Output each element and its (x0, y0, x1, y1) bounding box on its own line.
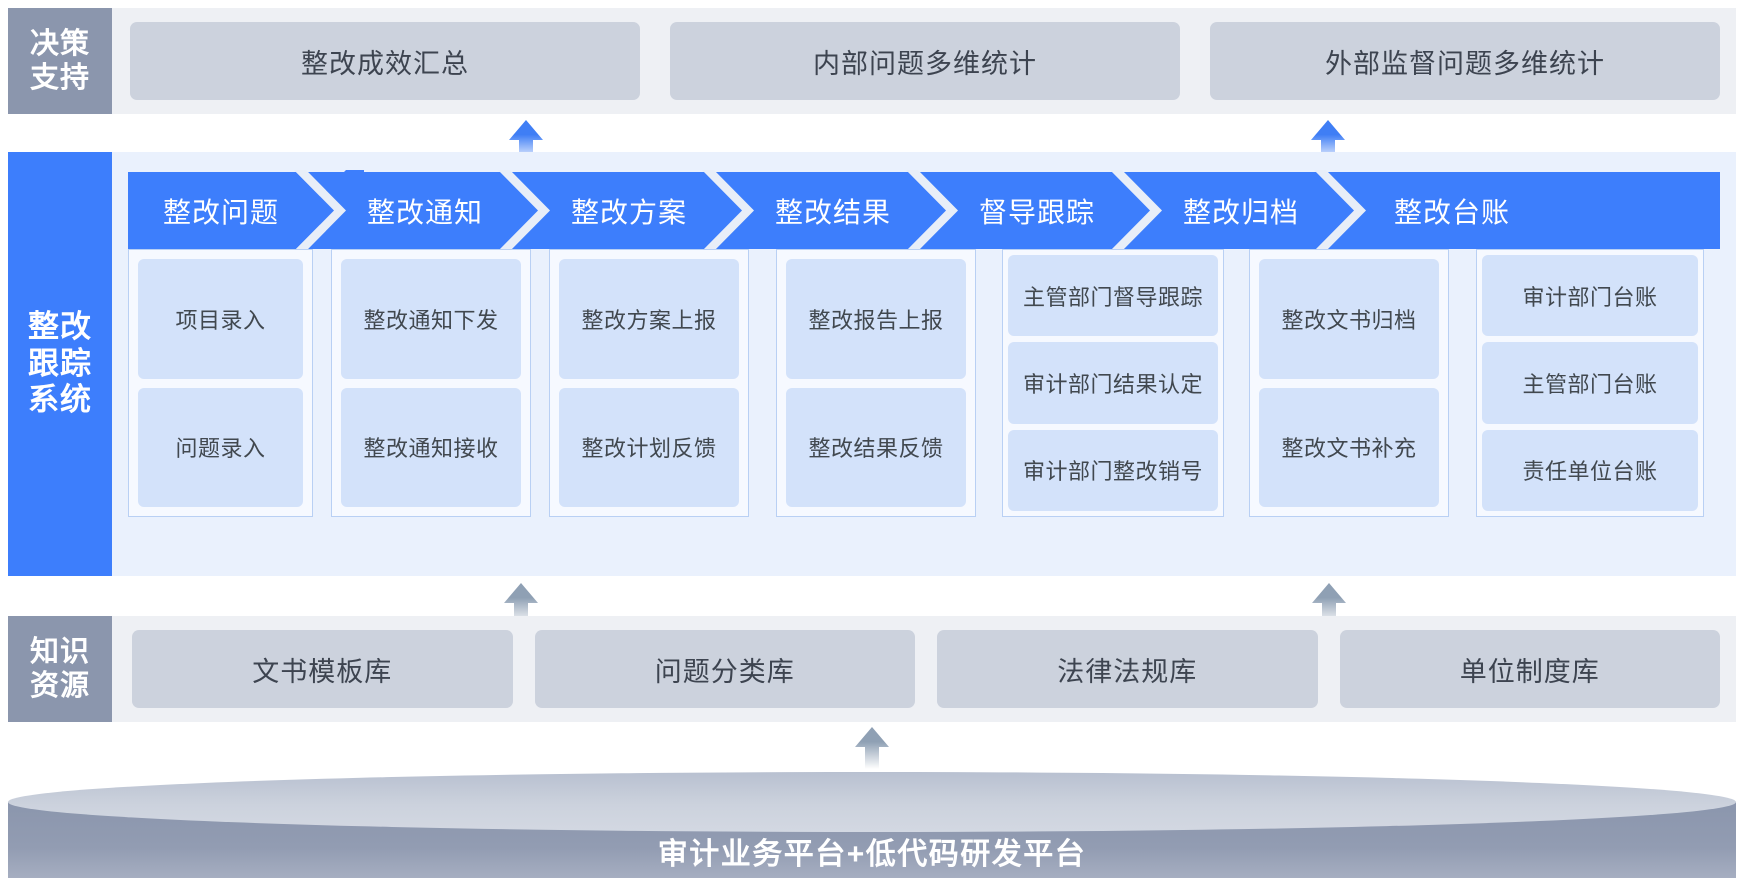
platform-label: 审计业务平台+低代码研发平台 (657, 838, 1087, 871)
knowledge-label-line2: 资源 (29, 670, 90, 702)
sub-item-5-1[interactable]: 整改文书补充 (1259, 387, 1439, 507)
sub-item-6-0[interactable]: 审计部门台账 (1482, 255, 1698, 337)
decision-support-label: 决策 支持 (8, 8, 112, 114)
decision-card-0[interactable]: 整改成效汇总 (130, 22, 640, 100)
decision-support-label-line2: 支持 (29, 62, 90, 94)
rectification-tracking-label: 整改 跟踪 系统 (8, 152, 112, 576)
decision-support-label-line1: 决策 (29, 27, 90, 60)
sub-item-2-1[interactable]: 整改计划反馈 (559, 387, 739, 507)
knowledge-card-1[interactable]: 问题分类库 (534, 630, 915, 708)
knowledge-card-2[interactable]: 法律法规库 (937, 630, 1318, 708)
sub-item-0-1[interactable]: 问题录入 (138, 387, 303, 507)
sub-item-4-1[interactable]: 审计部门结果认定 (1008, 342, 1218, 424)
knowledge-resource-label: 知识 资源 (8, 616, 112, 722)
rectification-label-line1: 整改 (28, 309, 92, 345)
chevron-separator-3 (702, 170, 772, 251)
sub-item-0-0[interactable]: 项目录入 (138, 259, 303, 379)
stage-column-5: 整改文书归档 整改文书补充 (1249, 249, 1449, 517)
sub-item-6-1[interactable]: 主管部门台账 (1482, 342, 1698, 424)
stage-column-6: 审计部门台账 主管部门台账 责任单位台账 (1476, 249, 1704, 517)
sub-item-3-1[interactable]: 整改结果反馈 (786, 387, 966, 507)
chevron-separator-1 (294, 170, 364, 251)
decision-card-1[interactable]: 内部问题多维统计 (670, 22, 1180, 100)
sub-item-1-0[interactable]: 整改通知下发 (341, 259, 521, 379)
arrow-up-to-knowledge (855, 727, 889, 769)
chevron-separator-4 (906, 170, 976, 251)
knowledge-card-0[interactable]: 文书模板库 (132, 630, 513, 708)
stage-column-4: 主管部门督导跟踪 审计部门结果认定 审计部门整改销号 (1002, 249, 1224, 517)
sub-item-3-0[interactable]: 整改报告上报 (786, 259, 966, 379)
cylinder-top-ellipse (8, 772, 1736, 832)
rectification-label-line2: 跟踪 (28, 345, 92, 381)
sub-item-4-0[interactable]: 主管部门督导跟踪 (1008, 255, 1218, 337)
sub-item-4-2[interactable]: 审计部门整改销号 (1008, 429, 1218, 511)
stage-body-list: 项目录入 问题录入 整改通知下发 整改通知接收 整改方案上报 整改计划反馈 整改… (128, 249, 1720, 517)
rectification-flow: 整改问题 整改通知 整改方案 整改结果 督导跟踪 整改归档 整改台账 项目录入 … (128, 170, 1720, 556)
sub-item-5-0[interactable]: 整改文书归档 (1259, 259, 1439, 379)
sub-item-6-2[interactable]: 责任单位台账 (1482, 429, 1698, 511)
decision-card-2[interactable]: 外部监督问题多维统计 (1210, 22, 1720, 100)
stage-column-1: 整改通知下发 整改通知接收 (331, 249, 531, 517)
rectification-label-line3: 系统 (28, 382, 92, 418)
knowledge-card-list: 文书模板库 问题分类库 法律法规库 单位制度库 (132, 630, 1720, 708)
stage-column-2: 整改方案上报 整改计划反馈 (549, 249, 749, 517)
sub-item-2-0[interactable]: 整改方案上报 (559, 259, 739, 379)
knowledge-card-3[interactable]: 单位制度库 (1339, 630, 1720, 708)
sub-item-1-1[interactable]: 整改通知接收 (341, 387, 521, 507)
decision-support-card-list: 整改成效汇总 内部问题多维统计 外部监督问题多维统计 (130, 22, 1720, 100)
stage-column-0: 项目录入 问题录入 (128, 249, 313, 517)
platform-cylinder: 审计业务平台+低代码研发平台 (8, 772, 1736, 894)
stage-column-3: 整改报告上报 整改结果反馈 (776, 249, 976, 517)
chevron-separator-6 (1314, 170, 1384, 251)
chevron-separator-5 (1110, 170, 1180, 251)
chevron-separator-2 (498, 170, 568, 251)
knowledge-label-line1: 知识 (29, 635, 90, 668)
